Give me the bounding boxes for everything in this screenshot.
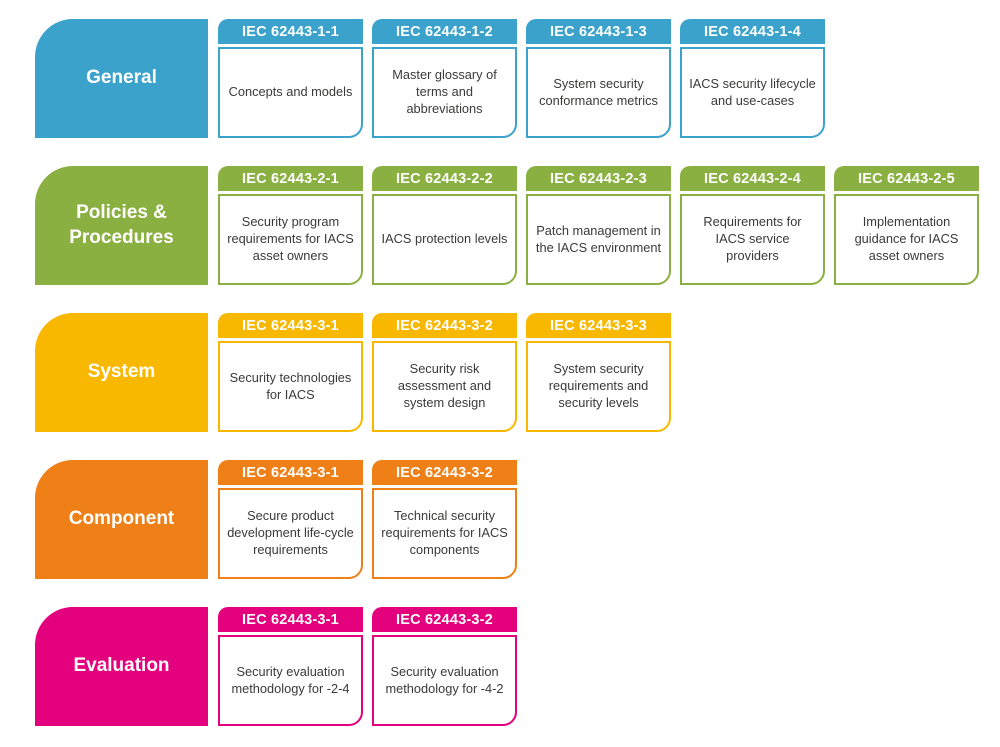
card-body: Security evaluation methodology for -4-2: [372, 635, 517, 726]
card-component-3-1: IEC 62443-3-1 Secure product development…: [218, 460, 363, 579]
card-header: IEC 62443-2-4: [680, 166, 825, 191]
card-header: IEC 62443-3-2: [372, 607, 517, 632]
card-body: Master glossary of terms and abbreviatio…: [372, 47, 517, 138]
card-body: Concepts and models: [218, 47, 363, 138]
card-policies-2-4: IEC 62443-2-4 Requirements for IACS serv…: [680, 166, 825, 285]
card-header: IEC 62443-1-1: [218, 19, 363, 44]
card-body: IACS protection levels: [372, 194, 517, 285]
row-label-component: Component: [35, 460, 208, 579]
card-system-3-3: IEC 62443-3-3 System security requiremen…: [526, 313, 671, 432]
card-evaluation-3-2: IEC 62443-3-2 Security evaluation method…: [372, 607, 517, 726]
cards-component: IEC 62443-3-1 Secure product development…: [218, 460, 517, 579]
card-body: Technical security requirements for IACS…: [372, 488, 517, 579]
card-header: IEC 62443-3-2: [372, 313, 517, 338]
card-body: Security evaluation methodology for -2-4: [218, 635, 363, 726]
cards-system: IEC 62443-3-1 Security technologies for …: [218, 313, 671, 432]
card-header: IEC 62443-3-1: [218, 313, 363, 338]
card-policies-2-3: IEC 62443-2-3 Patch management in the IA…: [526, 166, 671, 285]
card-body: Security technologies for IACS: [218, 341, 363, 432]
card-system-3-1: IEC 62443-3-1 Security technologies for …: [218, 313, 363, 432]
card-general-1-1: IEC 62443-1-1 Concepts and models: [218, 19, 363, 138]
row-general: General IEC 62443-1-1 Concepts and model…: [35, 19, 1000, 138]
card-header: IEC 62443-1-3: [526, 19, 671, 44]
row-policies-procedures: Policies & Procedures IEC 62443-2-1 Secu…: [35, 166, 1000, 285]
cards-general: IEC 62443-1-1 Concepts and models IEC 62…: [218, 19, 825, 138]
card-general-1-4: IEC 62443-1-4 IACS security lifecycle an…: [680, 19, 825, 138]
row-label-evaluation: Evaluation: [35, 607, 208, 726]
row-component: Component IEC 62443-3-1 Secure product d…: [35, 460, 1000, 579]
card-header: IEC 62443-3-3: [526, 313, 671, 338]
card-system-3-2: IEC 62443-3-2 Security risk assessment a…: [372, 313, 517, 432]
cards-policies-procedures: IEC 62443-2-1 Security program requireme…: [218, 166, 979, 285]
card-header: IEC 62443-2-1: [218, 166, 363, 191]
card-body: System security conformance metrics: [526, 47, 671, 138]
card-policies-2-1: IEC 62443-2-1 Security program requireme…: [218, 166, 363, 285]
cards-evaluation: IEC 62443-3-1 Security evaluation method…: [218, 607, 517, 726]
card-header: IEC 62443-1-2: [372, 19, 517, 44]
row-label-general: General: [35, 19, 208, 138]
card-general-1-3: IEC 62443-1-3 System security conformanc…: [526, 19, 671, 138]
card-header: IEC 62443-2-3: [526, 166, 671, 191]
card-body: System security requirements and securit…: [526, 341, 671, 432]
card-header: IEC 62443-2-2: [372, 166, 517, 191]
card-body: Implementation guidance for IACS asset o…: [834, 194, 979, 285]
row-evaluation: Evaluation IEC 62443-3-1 Security evalua…: [35, 607, 1000, 726]
card-component-3-2: IEC 62443-3-2 Technical security require…: [372, 460, 517, 579]
card-header: IEC 62443-3-1: [218, 460, 363, 485]
card-body: Security program requirements for IACS a…: [218, 194, 363, 285]
card-body: IACS security lifecycle and use-cases: [680, 47, 825, 138]
card-header: IEC 62443-2-5: [834, 166, 979, 191]
card-general-1-2: IEC 62443-1-2 Master glossary of terms a…: [372, 19, 517, 138]
card-policies-2-5: IEC 62443-2-5 Implementation guidance fo…: [834, 166, 979, 285]
card-body: Security risk assessment and system desi…: [372, 341, 517, 432]
card-header: IEC 62443-3-2: [372, 460, 517, 485]
card-policies-2-2: IEC 62443-2-2 IACS protection levels: [372, 166, 517, 285]
card-body: Secure product development life-cycle re…: [218, 488, 363, 579]
row-label-policies-procedures: Policies & Procedures: [35, 166, 208, 285]
row-label-system: System: [35, 313, 208, 432]
card-body: Requirements for IACS service providers: [680, 194, 825, 285]
card-body: Patch management in the IACS environment: [526, 194, 671, 285]
card-header: IEC 62443-1-4: [680, 19, 825, 44]
row-system: System IEC 62443-3-1 Security technologi…: [35, 313, 1000, 432]
card-evaluation-3-1: IEC 62443-3-1 Security evaluation method…: [218, 607, 363, 726]
card-header: IEC 62443-3-1: [218, 607, 363, 632]
